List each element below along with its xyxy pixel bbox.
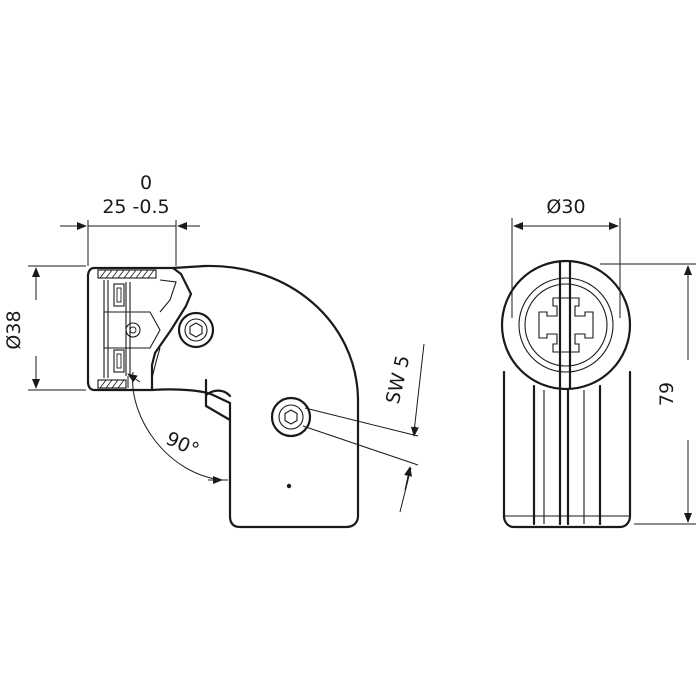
end-clamp-ring <box>500 259 632 391</box>
end-diameter-label: Ø30 <box>546 196 585 218</box>
elbow-lower-leg-top <box>204 389 232 398</box>
end-body-outline <box>502 370 632 529</box>
clamp-slot-bottom <box>113 349 125 373</box>
marker-dot <box>286 483 292 489</box>
cross-clamp-icon <box>538 297 594 353</box>
tolerance-upper-label: 0 <box>140 172 152 194</box>
clamp-end-outline <box>86 266 193 392</box>
clamp-screw <box>125 322 141 338</box>
hex-socket-icon <box>270 396 312 438</box>
clamp-top-jaw <box>97 269 157 279</box>
side-view: 0 25 -0.5 Ø38 90° SW 5 <box>3 172 425 529</box>
elbow-body-outline <box>171 264 360 529</box>
width-label: 25 -0.5 <box>102 196 169 218</box>
height-label: 79 <box>656 382 678 406</box>
diameter-label: Ø38 <box>3 310 25 349</box>
clamp-slot-top <box>113 283 125 307</box>
clamp-plate <box>103 311 161 349</box>
wrench-size-label: SW 5 <box>382 353 414 406</box>
elbow-inner-step <box>150 388 232 422</box>
end-view: Ø30 79 <box>500 196 696 529</box>
hex-socket-icon <box>177 311 215 349</box>
angle-label: 90° <box>163 428 203 462</box>
clamp-bottom-jaw <box>97 379 127 389</box>
